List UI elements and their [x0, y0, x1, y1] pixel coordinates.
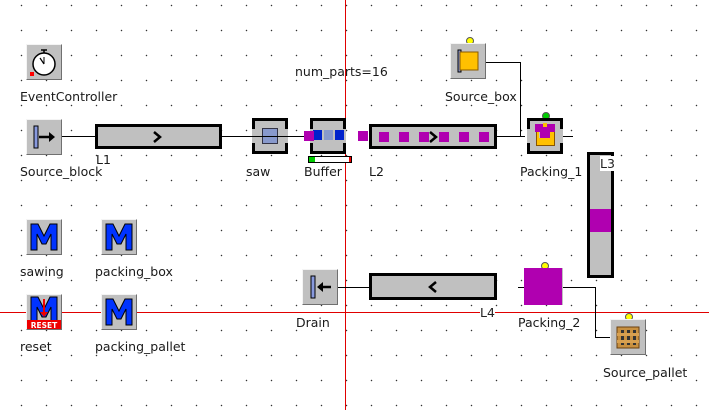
method-packing-box[interactable]	[101, 219, 137, 255]
drain[interactable]	[302, 269, 338, 305]
part	[358, 131, 368, 141]
conveyor-l3[interactable]	[587, 152, 614, 278]
method-sawing[interactable]	[26, 219, 62, 255]
method-icon	[105, 223, 133, 251]
source-box-label: Source_box	[445, 89, 517, 104]
saw-station[interactable]	[252, 118, 288, 154]
drain-icon	[310, 275, 331, 299]
connector	[288, 136, 308, 137]
connector	[222, 136, 252, 137]
packing-2-station[interactable]	[524, 268, 563, 305]
conveyor-l4[interactable]	[369, 273, 497, 300]
drain-label: Drain	[296, 315, 330, 330]
connector	[520, 62, 521, 136]
connector	[563, 136, 573, 137]
horizontal-axis-line	[0, 312, 709, 313]
buffer-station[interactable]	[310, 118, 346, 154]
conveyor-l3-label: L3	[600, 156, 615, 171]
source-pallet[interactable]	[610, 319, 646, 355]
direction-arrow-icon	[429, 131, 438, 143]
connector	[562, 287, 595, 288]
method-packing-box-label: packing_box	[95, 264, 173, 279]
num-parts-variable[interactable]: num_parts=16	[295, 64, 388, 79]
event-controller-label: EventController	[20, 89, 118, 104]
direction-arrow-icon	[153, 131, 162, 143]
conveyor-l4-label: L4	[480, 305, 495, 320]
event-controller[interactable]	[26, 44, 62, 80]
source-box[interactable]	[450, 43, 486, 79]
part	[304, 131, 314, 141]
connector	[518, 287, 524, 288]
connector	[497, 136, 525, 137]
source-block-label: Source_block	[20, 164, 103, 179]
buffer-label: Buffer	[304, 164, 342, 179]
method-reset[interactable]: RESET	[26, 294, 62, 330]
source-pallet-label: Source_pallet	[603, 365, 688, 380]
packing-1-label: Packing_1	[520, 164, 583, 179]
vertical-axis-line	[345, 0, 346, 410]
connector	[62, 136, 95, 137]
reset-method-icon: RESET	[27, 296, 61, 330]
conveyor-l1-label: L1	[96, 152, 111, 167]
method-packing-pallet[interactable]	[101, 294, 137, 330]
connector	[338, 287, 369, 288]
method-icon	[105, 298, 133, 326]
conveyor-l1[interactable]	[95, 124, 222, 149]
stopwatch-icon	[30, 49, 56, 76]
conveyor-l2[interactable]	[369, 124, 497, 149]
packing-1-station[interactable]	[527, 118, 563, 154]
method-sawing-label: sawing	[20, 264, 64, 279]
method-reset-label: reset	[20, 339, 52, 354]
packing-2-label: Packing_2	[518, 315, 581, 330]
connector	[486, 62, 520, 63]
conveyor-l2-label: L2	[369, 164, 384, 179]
direction-arrow-icon	[428, 281, 437, 293]
method-icon	[30, 223, 58, 251]
connector	[595, 337, 611, 338]
svg-text:RESET: RESET	[31, 321, 58, 329]
pallet-icon	[616, 326, 640, 349]
source-block[interactable]	[26, 119, 62, 155]
source-box-icon	[457, 49, 479, 73]
saw-label: saw	[246, 164, 271, 179]
buffer-fill-bar	[308, 156, 352, 163]
source-icon	[33, 125, 55, 149]
method-packing-pallet-label: packing_pallet	[95, 339, 186, 354]
connector	[595, 287, 596, 337]
